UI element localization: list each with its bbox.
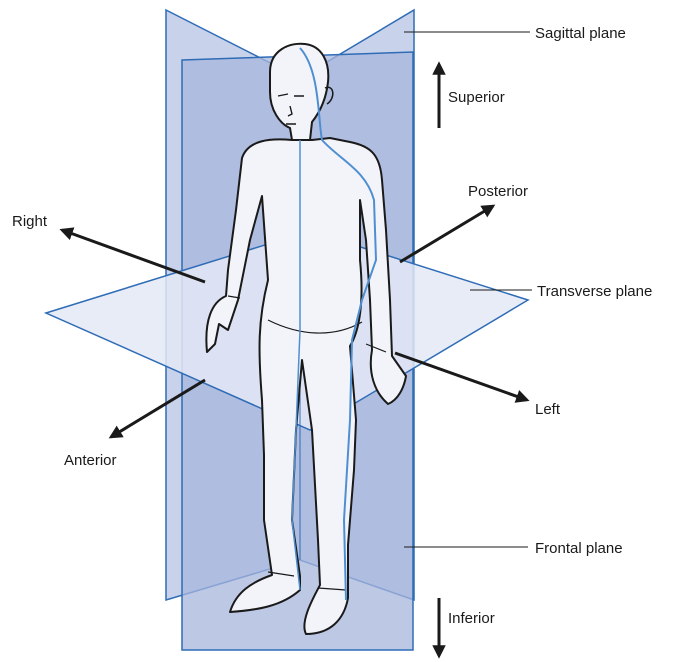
sagittal-plane-label: Sagittal plane [535,25,626,42]
right-label: Right [12,213,48,230]
inferior-label: Inferior [448,610,495,627]
frontal-plane-label: Frontal plane [535,540,623,557]
left-label: Left [535,401,561,418]
transverse-plane-label: Transverse plane [537,283,652,300]
left-arrow [395,353,527,400]
anterior-label: Anterior [64,452,117,469]
superior-label: Superior [448,89,505,106]
posterior-label: Posterior [468,183,528,200]
